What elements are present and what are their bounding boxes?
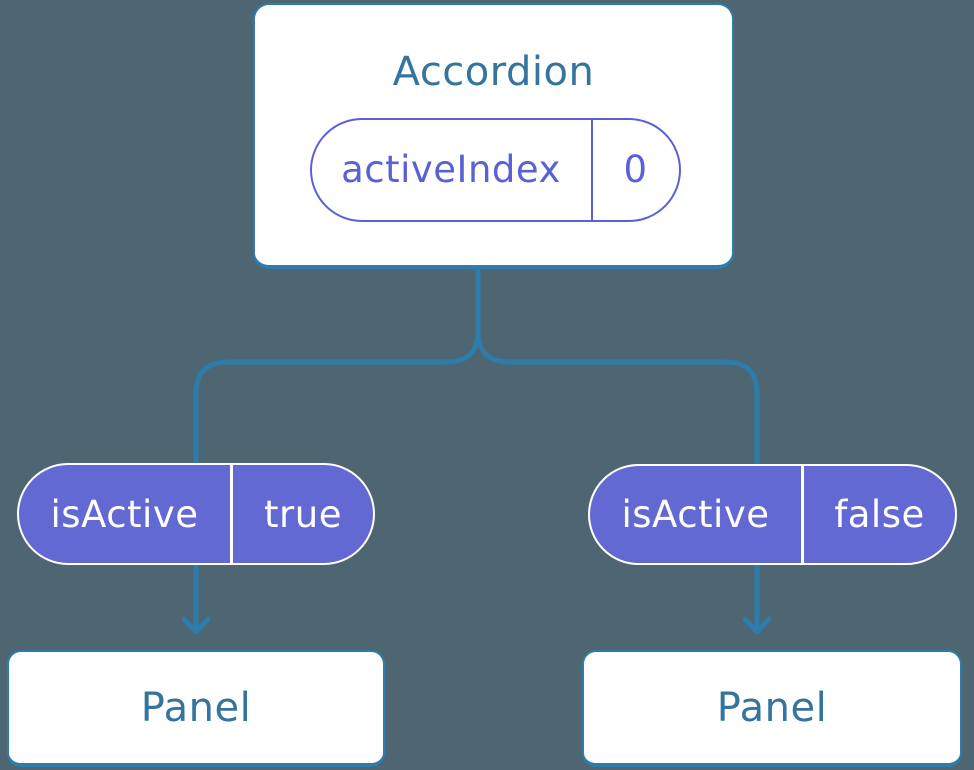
connector-right-branch <box>475 268 760 629</box>
state-pill-value-label: 0 <box>590 119 679 220</box>
prop-pill-left-value-label: true <box>230 465 373 563</box>
panel-node-right: Panel <box>582 650 962 767</box>
accordion-node: Accordion activeIndex 0 <box>253 3 734 269</box>
arrowhead-down-icon-left <box>181 616 211 635</box>
connector-group <box>181 268 772 635</box>
prop-pill-right-value-label: false <box>801 466 955 563</box>
prop-pill-left-name-label: isActive <box>50 492 199 536</box>
panel-node-left: Panel <box>7 650 385 767</box>
state-pill-activeindex: activeIndex 0 <box>309 117 681 222</box>
prop-pill-right: isActive false <box>588 464 957 565</box>
prop-pill-right-name-label: isActive <box>621 493 770 536</box>
accordion-title: Accordion <box>392 49 595 95</box>
panel-right-title: Panel <box>716 684 828 731</box>
arrowhead-down-icon-right <box>742 616 772 635</box>
panel-left-title: Panel <box>140 684 252 731</box>
state-pill-name-label: activeIndex <box>341 148 561 191</box>
connector-left-branch <box>193 268 481 629</box>
prop-pill-left: isActive true <box>17 463 375 565</box>
